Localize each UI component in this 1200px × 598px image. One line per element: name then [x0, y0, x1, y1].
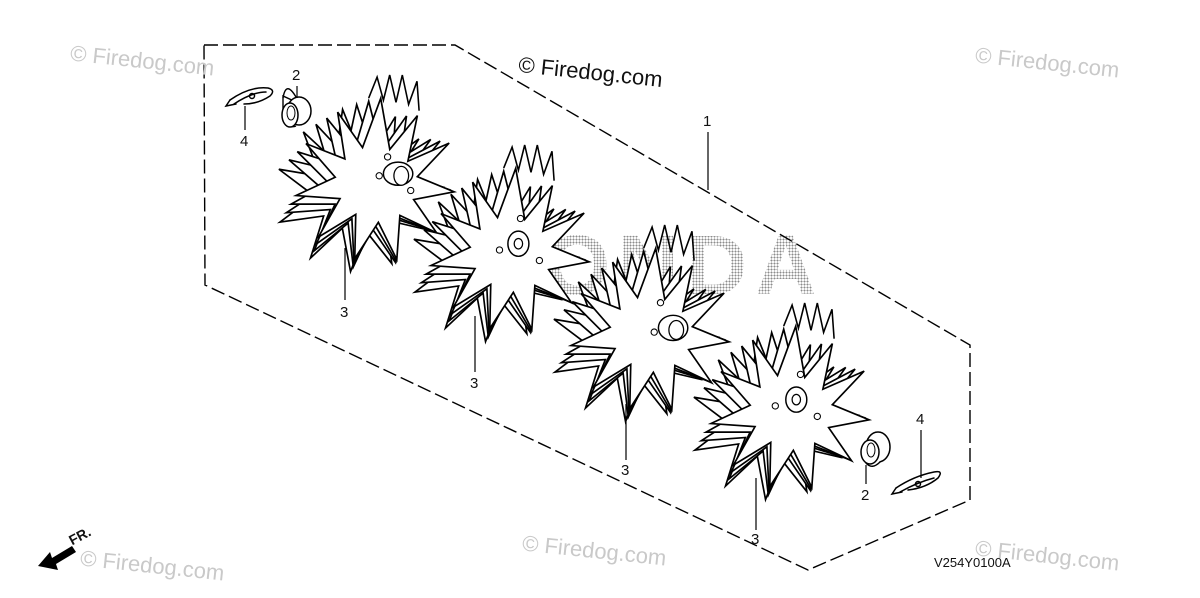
tine-1: [266, 75, 461, 280]
tine-4: [681, 303, 876, 508]
tine-2: [401, 145, 596, 350]
collar-right: [860, 431, 891, 467]
callout-clip-left: 4: [240, 133, 249, 150]
assembly-outline: [203, 44, 971, 571]
callout-tine-3: 3: [621, 462, 630, 479]
clip-right: [890, 470, 941, 496]
tine-3: [541, 225, 736, 430]
callout-collar-left: 2: [292, 67, 301, 84]
diagram-code: V254Y0100A: [934, 555, 1011, 570]
callout-tine-2: 3: [470, 375, 479, 392]
callout-collar-right: 2: [861, 487, 870, 504]
leader-lines: [244, 86, 922, 530]
callout-tine-1: 3: [340, 304, 349, 321]
callout-assembly: 1: [703, 113, 712, 130]
callout-clip-right: 4: [916, 411, 925, 428]
clip-left: [224, 87, 274, 108]
collar-left: [281, 88, 312, 128]
front-arrow-icon: [38, 546, 76, 570]
callout-tine-4: 3: [751, 531, 760, 548]
